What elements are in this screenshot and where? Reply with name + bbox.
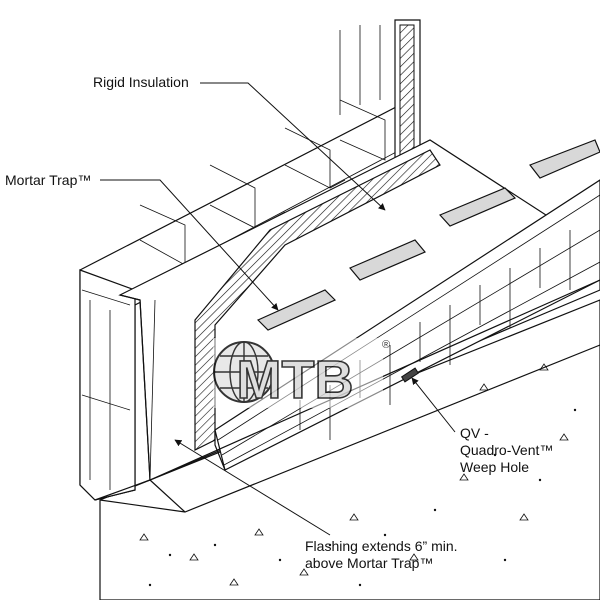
mortar-trap-mesh	[194, 149, 441, 451]
label-rigid-insulation: Rigid Insulation	[93, 74, 189, 90]
logo-registered-mark: ®	[382, 339, 390, 351]
label-quadro-vent-line2: Quadro-Vent™	[460, 442, 554, 458]
label-mortar-trap: Mortar Trap™	[5, 172, 92, 188]
label-quadro-vent-line1: QV -	[460, 425, 489, 441]
label-flashing: Flashing extends 6” min. above Mortar Tr…	[305, 538, 458, 572]
label-quadro-vent: QV - Quadro-Vent™ Weep Hole	[460, 425, 553, 476]
label-flashing-line1: Flashing extends 6” min.	[305, 538, 458, 554]
label-flashing-line2: above Mortar Trap™	[305, 555, 434, 571]
mtb-logo-watermark: MTB ®	[213, 338, 390, 411]
label-quadro-vent-line3: Weep Hole	[460, 459, 530, 475]
leader-lines	[100, 82, 456, 536]
logo-letters: MTB	[237, 350, 354, 410]
